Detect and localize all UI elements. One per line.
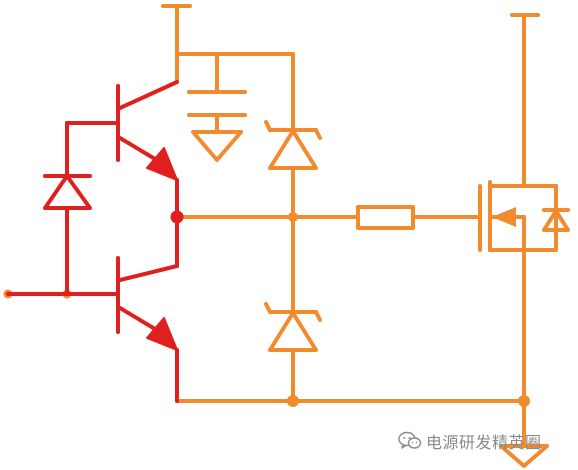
mosfet-arrow bbox=[492, 207, 516, 227]
upper-zener-diode bbox=[264, 52, 322, 219]
watermark: 电源研发精英圈 bbox=[398, 428, 542, 454]
watermark-text: 电源研发精英圈 bbox=[426, 433, 542, 452]
npn-emitter-arrow bbox=[146, 147, 178, 181]
emitter-lead bbox=[118, 306, 162, 334]
supply-terminal bbox=[161, 4, 192, 56]
collector-lead bbox=[118, 264, 179, 282]
lower-zener-diode bbox=[264, 215, 322, 403]
junction-dot bbox=[288, 212, 298, 222]
pnp-emitter-arrow bbox=[146, 317, 178, 351]
emitter-lead bbox=[118, 136, 162, 164]
gate-resistor bbox=[356, 205, 415, 230]
mosfet bbox=[478, 13, 570, 468]
circuit-orange bbox=[3, 4, 570, 468]
ground-symbol bbox=[191, 130, 243, 162]
wechat-icon bbox=[398, 431, 422, 449]
bypass-capacitor bbox=[187, 52, 247, 162]
ground-symbol-mosfet bbox=[499, 444, 549, 468]
junction-dot bbox=[287, 395, 299, 407]
body-diode bbox=[542, 184, 570, 252]
junction-dot bbox=[518, 395, 530, 407]
pnp-transistor bbox=[116, 215, 179, 403]
npn-transistor bbox=[116, 80, 179, 219]
junction-dot bbox=[170, 210, 184, 224]
collector-lead bbox=[118, 80, 179, 110]
input-diode bbox=[43, 121, 120, 296]
driver-red bbox=[6, 80, 179, 403]
